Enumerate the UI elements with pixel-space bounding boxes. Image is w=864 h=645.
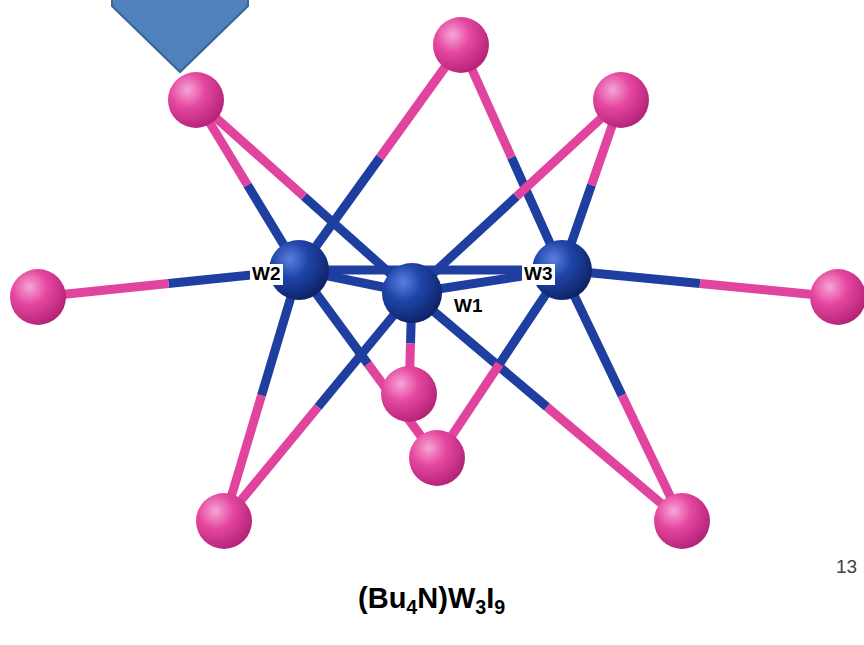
iodine-atom	[810, 269, 864, 325]
atom-label: W2	[250, 264, 283, 285]
iodine-atom	[409, 430, 465, 486]
iodine-atom	[593, 72, 649, 128]
iodine-atom	[381, 366, 437, 422]
iodine-atom	[196, 493, 252, 549]
atom-label: W1	[452, 296, 485, 317]
formula-caption: (Bu4N)W3I9	[358, 581, 505, 620]
page-number: 13	[836, 556, 857, 578]
atom-label: W3	[522, 264, 555, 285]
iodine-atom	[168, 72, 224, 128]
tungsten-atom	[382, 263, 442, 323]
iodine-atom	[10, 269, 66, 325]
iodine-atom	[654, 493, 710, 549]
chevron-shape	[112, 0, 248, 72]
iodine-atom	[433, 17, 489, 73]
